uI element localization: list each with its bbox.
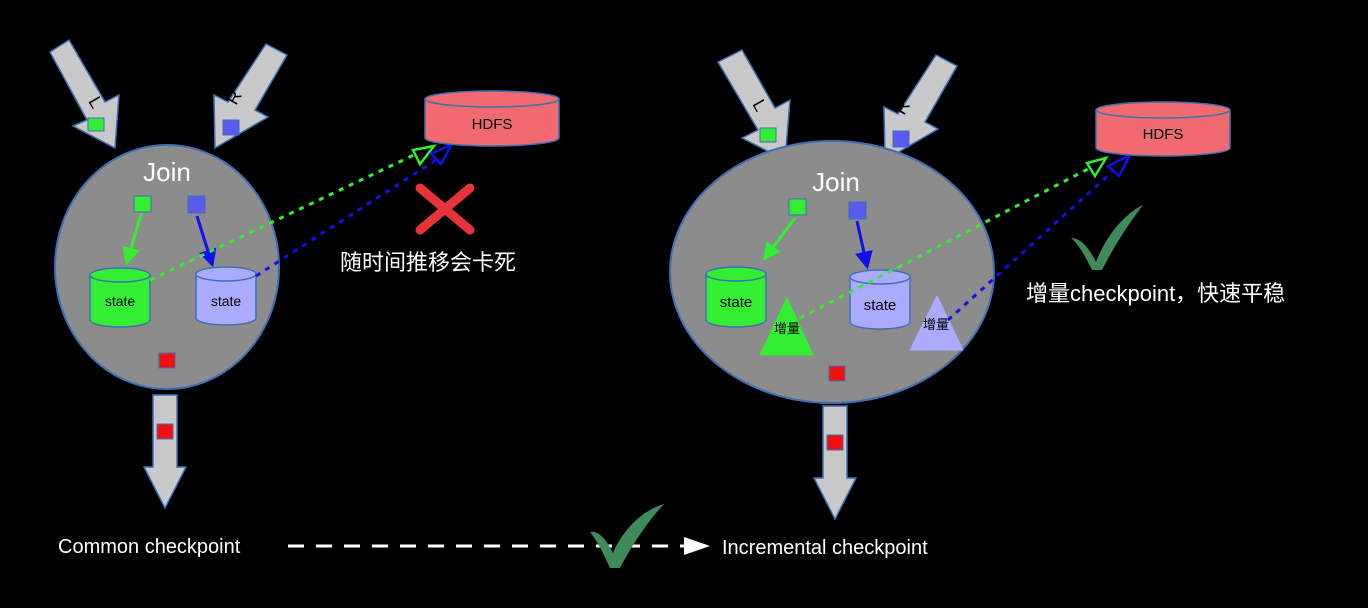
right-output-arrow xyxy=(812,405,858,521)
left-green-checkpoint-arrowhead xyxy=(411,144,438,167)
left-input-r-square xyxy=(222,119,240,136)
right-output-red-square xyxy=(826,434,844,451)
left-input-arrow-r: R xyxy=(213,43,289,150)
right-blue-flow-arrow xyxy=(855,220,873,270)
left-state-blue: state xyxy=(195,266,257,326)
right-hdfs-label: HDFS xyxy=(1143,126,1184,143)
right-state-green-label: state xyxy=(720,294,753,311)
right-annotation: 增量checkpoint，快速平稳 xyxy=(1026,281,1285,306)
to-label: Incremental checkpoint xyxy=(722,537,928,559)
right-input-l-square xyxy=(759,127,777,143)
left-input-l-square xyxy=(87,117,105,132)
left-blue-checkpoint-line xyxy=(255,158,437,278)
left-state-green-label: state xyxy=(105,293,136,309)
left-output-arrow xyxy=(142,394,188,510)
right-inner-blue-square xyxy=(848,201,867,220)
right-green-checkpoint-arrowhead xyxy=(1085,156,1109,179)
transition-row: Common checkpoint Incremental checkpoint xyxy=(58,504,928,568)
right-incremental-blue: 增量 xyxy=(909,295,964,351)
left-blue-checkpoint-arrowhead xyxy=(428,141,455,167)
right-hdfs-storage: HDFS xyxy=(1095,101,1231,157)
right-join-node xyxy=(669,140,995,404)
left-panel: L R Join state state xyxy=(49,38,560,510)
right-blue-checkpoint-arrowhead xyxy=(1105,152,1133,179)
transition-arrowhead xyxy=(684,537,710,555)
left-annotation: 随时间推移会卡死 xyxy=(340,250,516,275)
right-panel: L R Join state state xyxy=(669,49,1285,521)
left-state-blue-label: state xyxy=(211,293,242,309)
left-output-red-square xyxy=(156,423,174,440)
left-inner-green-square xyxy=(133,195,152,213)
left-join-node xyxy=(54,144,280,390)
right-state-green: state xyxy=(705,266,767,328)
left-state-green: state xyxy=(89,267,151,328)
left-hdfs-label: HDFS xyxy=(472,116,513,133)
right-state-blue: state xyxy=(849,269,911,330)
left-join-label: Join xyxy=(143,157,191,187)
right-state-blue-label: state xyxy=(864,297,897,314)
right-input-arrow-r: R xyxy=(883,54,959,162)
right-green-flow-arrow xyxy=(762,217,797,261)
cross-icon xyxy=(415,183,475,235)
right-output-red-square-inner xyxy=(828,365,846,382)
check-icon xyxy=(1071,205,1143,270)
left-input-arrow-l: L xyxy=(49,38,120,150)
from-label: Common checkpoint xyxy=(58,536,241,558)
left-hdfs-storage: HDFS xyxy=(424,90,560,147)
right-incremental-green-label: 增量 xyxy=(774,321,800,336)
left-green-flow-arrow xyxy=(122,213,143,266)
left-inner-blue-square xyxy=(187,195,206,214)
left-output-red-square-inner xyxy=(158,352,176,369)
right-input-arrow-l: L xyxy=(716,49,791,162)
right-input-r-square xyxy=(892,130,910,148)
transition-check-icon xyxy=(590,504,664,568)
right-blue-checkpoint-line xyxy=(946,170,1114,322)
left-blue-flow-arrow xyxy=(195,215,217,268)
right-incremental-green: 增量 xyxy=(759,297,814,356)
right-incremental-blue-label: 增量 xyxy=(923,317,949,332)
right-inner-green-square xyxy=(788,198,807,216)
right-join-label: Join xyxy=(812,167,860,197)
